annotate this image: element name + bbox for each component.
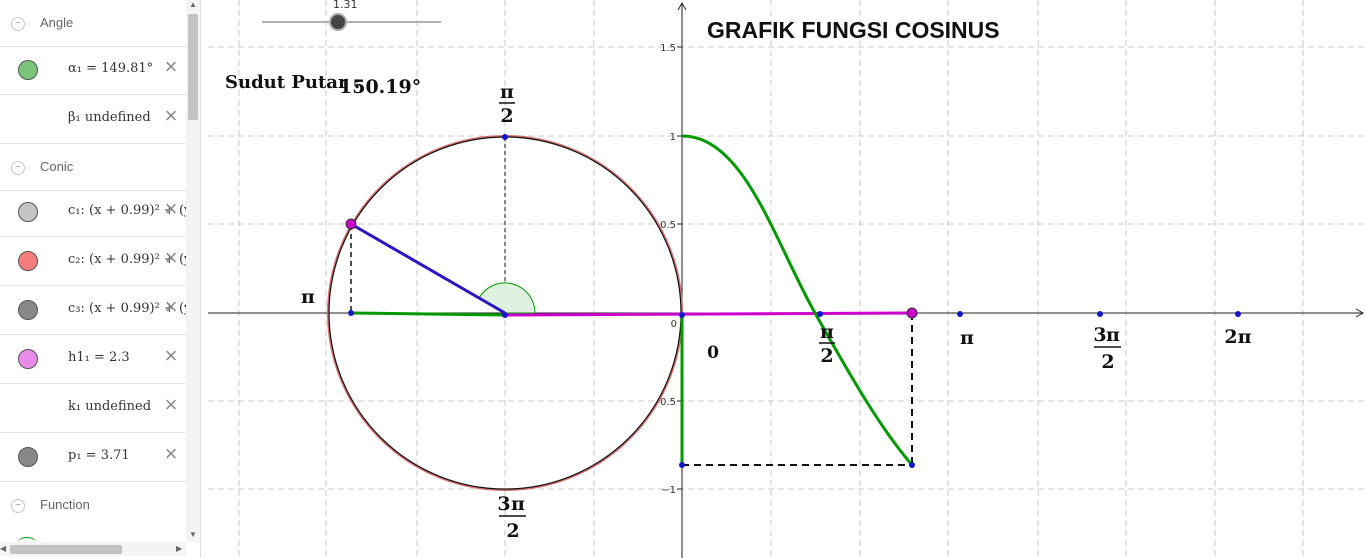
close-icon[interactable]: × <box>164 54 178 79</box>
category-angle[interactable]: − Angle <box>0 0 186 47</box>
label-two-axis-2: 2 <box>1101 351 1114 373</box>
points[interactable] <box>348 134 1241 468</box>
horizontal-scrollbar[interactable]: ◀ ▶ <box>0 542 186 556</box>
item-label: β₁ undefined <box>68 110 151 125</box>
point[interactable] <box>957 311 963 317</box>
close-icon[interactable]: × <box>164 343 178 368</box>
y-tick-label: 1 <box>670 132 676 143</box>
point[interactable] <box>502 134 508 140</box>
algebra-item[interactable]: k₁ undefined × <box>0 384 186 433</box>
label-three-axis: 3 <box>1093 324 1106 346</box>
y-tick-label: 0.5 <box>660 220 676 231</box>
item-label: c₁: (x + 0.99)² + (y <box>68 203 192 218</box>
y-tick-label: −1 <box>661 485 676 496</box>
algebra-item[interactable]: c₂: (x + 0.99)² + (y × <box>0 237 191 286</box>
point[interactable] <box>1097 311 1103 317</box>
item-label: p₁ = 3.71 <box>68 448 130 463</box>
y-tick-label: -0.5 <box>656 397 676 408</box>
slider-handle[interactable] <box>329 13 347 31</box>
scroll-left-icon[interactable]: ◀ <box>0 544 7 553</box>
y-tick-label: 0 <box>671 319 677 330</box>
close-icon[interactable]: × <box>164 103 178 128</box>
close-icon[interactable]: × <box>164 196 178 221</box>
angle-point[interactable] <box>906 307 918 319</box>
point[interactable] <box>1235 311 1241 317</box>
item-label: c₂: (x + 0.99)² + (y <box>68 252 192 267</box>
category-label: Function <box>40 497 90 512</box>
point[interactable] <box>817 311 823 317</box>
graphics-view[interactable]: 1.5 1 0.5 0 -0.5 −1 1.31 GRAFIK FUNGSI C… <box>208 0 1366 558</box>
label-three: 3 <box>497 493 510 515</box>
item-label: α₁ = 149.81° <box>68 61 154 76</box>
close-icon[interactable]: × <box>164 294 178 319</box>
close-icon[interactable]: × <box>164 441 178 466</box>
point[interactable] <box>909 462 915 468</box>
collapse-toggle[interactable]: − <box>11 161 25 175</box>
algebra-view: − Angle α₁ = 149.81° × β₁ undefined × − … <box>0 0 201 558</box>
label-pi-axis: π <box>820 321 834 343</box>
scroll-thumb[interactable] <box>188 14 198 120</box>
algebra-item[interactable]: β₁ undefined × <box>0 95 186 144</box>
slider-value: 1.31 <box>333 0 358 11</box>
graph-title: GRAFIK FUNGSI COSINUS <box>707 17 1000 43</box>
point[interactable] <box>679 462 685 468</box>
function-item-dot <box>18 537 36 548</box>
label-pi-numerator: π <box>500 81 514 103</box>
y-tick-label: 1.5 <box>660 43 676 54</box>
label-pi-right: π <box>960 327 974 349</box>
scroll-up-icon[interactable]: ▲ <box>189 0 197 9</box>
point[interactable] <box>679 312 685 318</box>
grid <box>208 0 1366 558</box>
vertical-scrollbar[interactable]: ▲ ▼ <box>186 0 200 542</box>
cosine-segment[interactable] <box>350 311 506 317</box>
category-function[interactable]: − Function <box>0 482 186 528</box>
scroll-thumb[interactable] <box>10 545 122 554</box>
visibility-toggle[interactable] <box>18 300 38 320</box>
visibility-toggle[interactable] <box>18 251 38 271</box>
scroll-down-icon[interactable]: ▼ <box>189 530 197 539</box>
item-label: k₁ undefined <box>68 399 152 414</box>
point[interactable] <box>502 312 508 318</box>
visibility-toggle[interactable] <box>18 349 38 369</box>
collapse-toggle[interactable]: − <box>11 17 25 31</box>
angle-slider[interactable]: 1.31 <box>262 0 441 31</box>
label-pi-axis-2: π <box>1106 324 1120 346</box>
label-half-denominator: 2 <box>500 105 513 127</box>
unrolled-angle-segment[interactable] <box>504 311 913 317</box>
item-label: c₃: (x + 0.99)² + (y <box>68 301 192 316</box>
angle-caption: Sudut Putar : <box>225 72 360 93</box>
point[interactable] <box>348 310 354 316</box>
collapse-toggle[interactable]: − <box>11 499 25 513</box>
algebra-item[interactable]: p₁ = 3.71 × <box>0 433 186 482</box>
visibility-toggle[interactable] <box>18 447 38 467</box>
label-two-axis: 2 <box>820 345 833 367</box>
label-pi: π <box>511 493 525 515</box>
label-two-pi: 2π <box>1224 326 1251 348</box>
label-pi-left: π <box>301 286 315 308</box>
scroll-right-icon[interactable]: ▶ <box>176 544 183 553</box>
item-label: h1₁ = 2.3 <box>68 350 130 365</box>
angle-sector[interactable] <box>478 282 536 314</box>
algebra-item[interactable]: α₁ = 149.81° × <box>0 46 186 95</box>
close-icon[interactable]: × <box>164 245 178 270</box>
visibility-toggle[interactable] <box>18 202 38 222</box>
radius-segment[interactable] <box>350 222 506 315</box>
close-icon[interactable]: × <box>164 392 178 417</box>
category-label: Conic <box>40 159 74 174</box>
algebra-item[interactable]: h1₁ = 2.3 × <box>0 335 186 384</box>
algebra-item[interactable]: c₁: (x + 0.99)² + (y × <box>0 188 191 237</box>
cosine-curve[interactable] <box>681 134 914 466</box>
category-conic[interactable]: − Conic <box>0 144 186 191</box>
algebra-item[interactable]: c₃: (x + 0.99)² + (y × <box>0 286 191 335</box>
angle-value: 150.19° <box>339 76 421 98</box>
category-label: Angle <box>40 15 74 30</box>
label-two: 2 <box>506 520 519 542</box>
label-zero: 0 <box>707 343 719 363</box>
visibility-toggle[interactable] <box>18 60 38 80</box>
rotating-point[interactable] <box>345 218 357 230</box>
